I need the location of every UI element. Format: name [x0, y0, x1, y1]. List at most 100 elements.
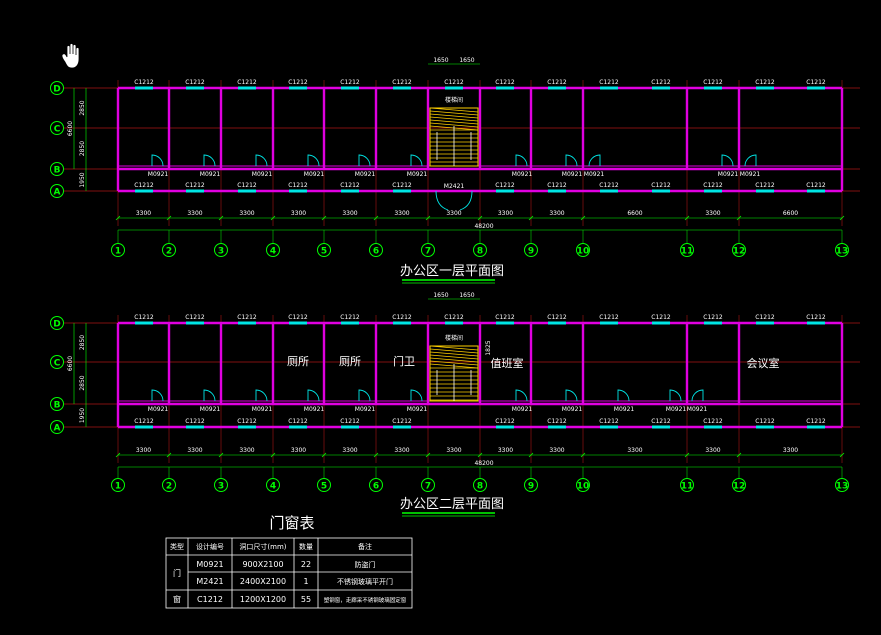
- axis-col-label: 7: [425, 246, 431, 256]
- axis-bubble-col: [266, 243, 280, 257]
- dim-text: 3300: [187, 447, 202, 454]
- window-mark: [756, 189, 774, 193]
- axis-bubble-row: [50, 81, 64, 95]
- dim-text: 2850: [79, 100, 86, 115]
- dim-tick: [218, 452, 224, 458]
- window-label: C1212: [237, 182, 257, 189]
- dim-text: 3300: [705, 210, 720, 217]
- dim-text: 3300: [136, 210, 151, 217]
- schedule-note: 塑钢窗，走廊采不锈钢玻璃固定窗: [324, 596, 407, 604]
- door-swing: [358, 154, 371, 167]
- window-label: C1212: [755, 79, 775, 86]
- window-mark: [238, 189, 256, 193]
- axis-col-label: 3: [218, 246, 224, 256]
- dim-text: 3300: [187, 210, 202, 217]
- window-label: C1212: [185, 79, 205, 86]
- dim-text: 3300: [291, 210, 306, 217]
- window-label: C1212: [547, 79, 567, 86]
- axis-col-label: 7: [425, 481, 431, 491]
- room-label: 门卫: [393, 354, 415, 368]
- axis-col-label: 13: [836, 246, 849, 256]
- dim-text: 3300: [549, 210, 564, 217]
- axis-bubble-col: [473, 243, 487, 257]
- window-label: C1212: [651, 182, 671, 189]
- axis-bubble-row: [50, 316, 64, 330]
- stair-hatch: [429, 110, 479, 116]
- window-mark: [756, 86, 774, 90]
- axis-row-label: B: [54, 400, 61, 410]
- window-label: C1212: [392, 182, 412, 189]
- door-label: M0921: [355, 171, 376, 178]
- window-label: C1212: [599, 418, 619, 425]
- window-label: C1212: [495, 79, 515, 86]
- door-swing: [358, 389, 371, 402]
- dim-text: 1825: [485, 340, 492, 355]
- door-swing: [565, 389, 578, 402]
- window-label: C1212: [392, 79, 412, 86]
- schedule-qty: 1: [303, 577, 308, 586]
- window-label: C1212: [495, 182, 515, 189]
- window-label: C1212: [134, 418, 154, 425]
- door-label: M0921: [562, 406, 583, 413]
- window-mark: [238, 321, 256, 325]
- schedule-qty: 22: [301, 560, 311, 569]
- window-label: C1212: [444, 79, 464, 86]
- window-label: C1212: [288, 418, 308, 425]
- window-mark: [186, 321, 204, 325]
- window-mark: [496, 321, 514, 325]
- window-mark: [341, 86, 359, 90]
- window-mark: [548, 425, 566, 429]
- axis-bubble-col: [266, 478, 280, 492]
- axis-col-label: 11: [681, 246, 694, 256]
- dim-text: 6600: [783, 210, 798, 217]
- window-mark: [238, 86, 256, 90]
- stair-hatch: [429, 348, 479, 354]
- axis-col-label: 6: [373, 246, 379, 256]
- schedule-size: 2400X2100: [240, 577, 286, 586]
- dim-tick: [166, 215, 172, 221]
- window-mark: [756, 321, 774, 325]
- dim-tick: [736, 215, 742, 221]
- window-mark: [652, 321, 670, 325]
- dim-text: 6600: [67, 356, 74, 371]
- door-label: M0921: [407, 406, 428, 413]
- dim-text: 3300: [342, 447, 357, 454]
- dim-text: 48200: [474, 460, 493, 467]
- window-label: C1212: [495, 418, 515, 425]
- entry-door-swing: [435, 190, 449, 211]
- dim-tick: [839, 215, 845, 221]
- schedule-header-type: 类型: [170, 542, 184, 551]
- axis-bubble-row: [50, 162, 64, 176]
- axis-bubble-row: [50, 121, 64, 135]
- window-label: C1212: [755, 182, 775, 189]
- window-mark: [704, 321, 722, 325]
- window-label: C1212: [703, 79, 723, 86]
- room-label: 厕所: [339, 355, 361, 368]
- axis-bubble-col: [421, 478, 435, 492]
- door-label: M0921: [614, 406, 635, 413]
- dim-text: 6600: [627, 210, 642, 217]
- window-mark: [289, 321, 307, 325]
- schedule-type-door: 门: [173, 568, 181, 578]
- axis-col-label: 3: [218, 481, 224, 491]
- axis-col-label: 9: [528, 246, 534, 256]
- dim-text: 3300: [291, 447, 306, 454]
- window-label: C1212: [755, 418, 775, 425]
- axis-bubble-row: [50, 355, 64, 369]
- axis-col-label: 8: [477, 246, 483, 256]
- dim-text: 3300: [239, 210, 254, 217]
- plan2-title: 办公区二层平面图: [400, 497, 504, 512]
- window-mark: [600, 321, 618, 325]
- axis-col-label: 6: [373, 481, 379, 491]
- dim-tick: [270, 215, 276, 221]
- axis-bubble-col: [111, 243, 125, 257]
- window-label: C1212: [288, 182, 308, 189]
- door-label: M0921: [562, 171, 583, 178]
- axis-bubble-col: [317, 243, 331, 257]
- stair-hatch: [429, 345, 479, 351]
- door-swing: [669, 389, 682, 402]
- window-mark: [393, 86, 411, 90]
- window-mark: [600, 86, 618, 90]
